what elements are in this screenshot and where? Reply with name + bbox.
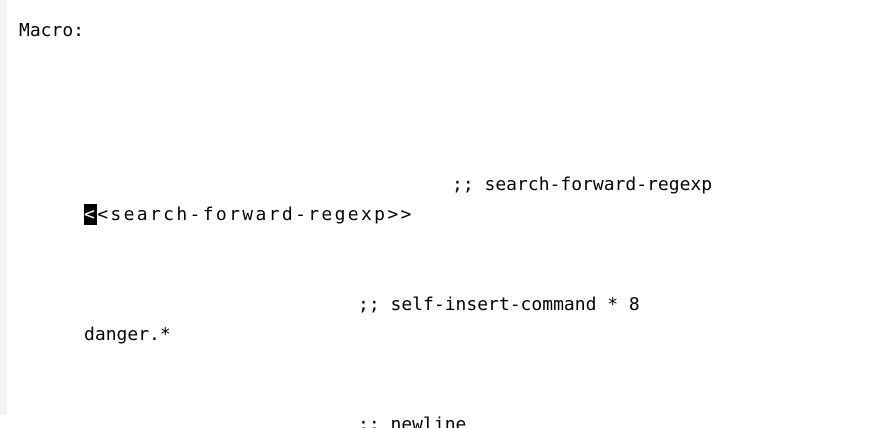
macro-command-comment: ;; search-forward-regexp [452, 174, 713, 195]
macro-command-comment: ;; newline [358, 414, 467, 428]
macro-keys: <<search-forward-regexp>> [84, 204, 414, 225]
macro-line[interactable]: <<search-forward-regexp>> ;; search-forw… [19, 170, 892, 225]
macro-section-label: Macro: [19, 20, 85, 41]
macro-keys: danger.* [84, 324, 171, 345]
macro-line[interactable]: danger.* ;; self-insert-command * 8 [19, 290, 892, 345]
macro-command-comment: ;; self-insert-command * 8 [358, 294, 640, 315]
left-fringe [0, 0, 7, 415]
macro-keys-rest: <search-forward-regexp>> [97, 204, 414, 225]
text-cursor: < [84, 204, 98, 225]
macro-body[interactable]: <<search-forward-regexp>> ;; search-forw… [19, 80, 892, 428]
macro-line[interactable]: RET ;; newline [19, 410, 892, 428]
